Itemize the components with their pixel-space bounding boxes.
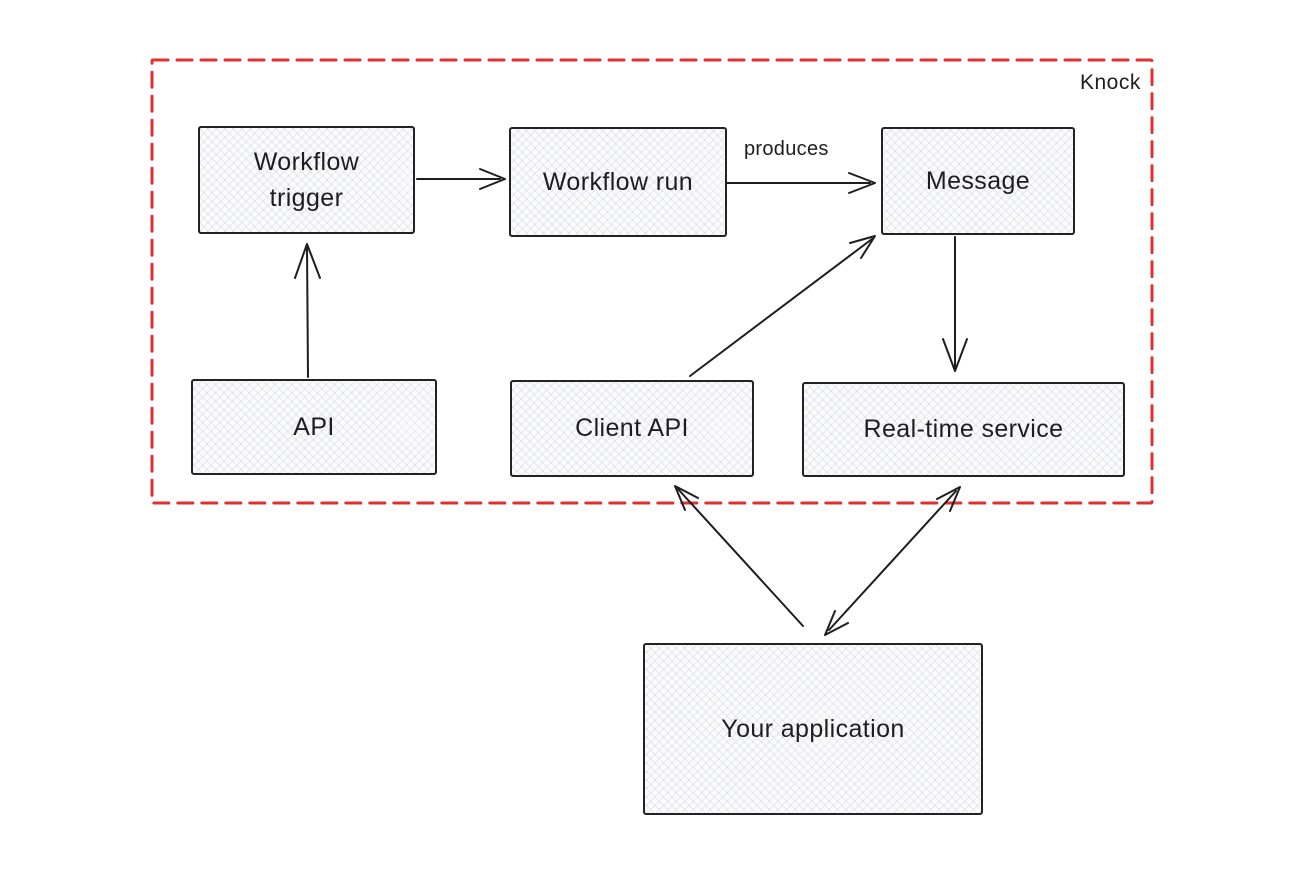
node-workflow-run: Workflow run <box>509 127 727 237</box>
arrow-real-time-service-your-application-bidirectional <box>824 486 961 636</box>
edge-label-produces: produces <box>744 138 829 160</box>
arrow-your-application-to-client-api <box>674 485 804 627</box>
node-real-time-service: Real-time service <box>802 382 1125 477</box>
node-api-label: API <box>293 412 335 441</box>
node-client-api: Client API <box>510 380 754 477</box>
arrow-client-api-to-message <box>689 235 876 377</box>
node-workflow-trigger: Workflow trigger <box>198 126 415 234</box>
node-client-api-label: Client API <box>575 414 689 443</box>
node-workflow-run-label: Workflow run <box>542 167 694 196</box>
arrow-message-to-real-time-service <box>942 236 968 372</box>
node-api: API <box>191 379 437 475</box>
node-workflow-trigger-label: Workflow trigger <box>253 147 360 212</box>
node-message: Message <box>881 127 1075 235</box>
node-your-application: Your application <box>643 643 983 815</box>
arrow-workflow-trigger-to-workflow-run <box>416 168 506 190</box>
arrow-workflow-run-to-message <box>726 172 876 194</box>
node-real-time-service-label: Real-time service <box>863 415 1064 444</box>
node-your-application-label: Your application <box>721 714 905 743</box>
knock-container-label: Knock <box>1080 71 1141 94</box>
arrow-api-to-workflow-trigger <box>294 243 321 378</box>
node-message-label: Message <box>925 166 1031 195</box>
